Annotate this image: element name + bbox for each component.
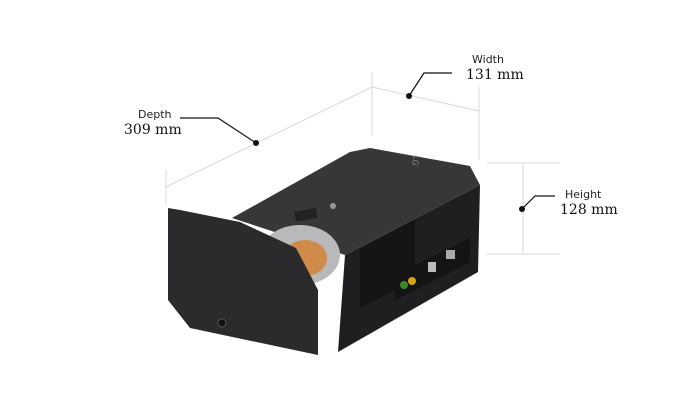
power-button-icon <box>217 318 227 328</box>
control-button <box>294 207 318 222</box>
height-marker <box>519 206 525 212</box>
width-label: Width <box>472 53 504 66</box>
width-value: 131 mm <box>466 67 524 83</box>
depth-label: Depth <box>138 108 172 121</box>
projector-image: LG <box>168 148 480 355</box>
depth-marker <box>253 140 259 146</box>
lg-logo: LG <box>410 154 421 166</box>
depth-value: 309 mm <box>124 122 182 138</box>
leader-lines <box>180 72 555 210</box>
height-label: Height <box>565 188 602 201</box>
front-panel <box>168 208 318 355</box>
height-value: 128 mm <box>560 202 618 218</box>
guide-lines <box>165 72 560 255</box>
width-marker <box>406 93 412 99</box>
